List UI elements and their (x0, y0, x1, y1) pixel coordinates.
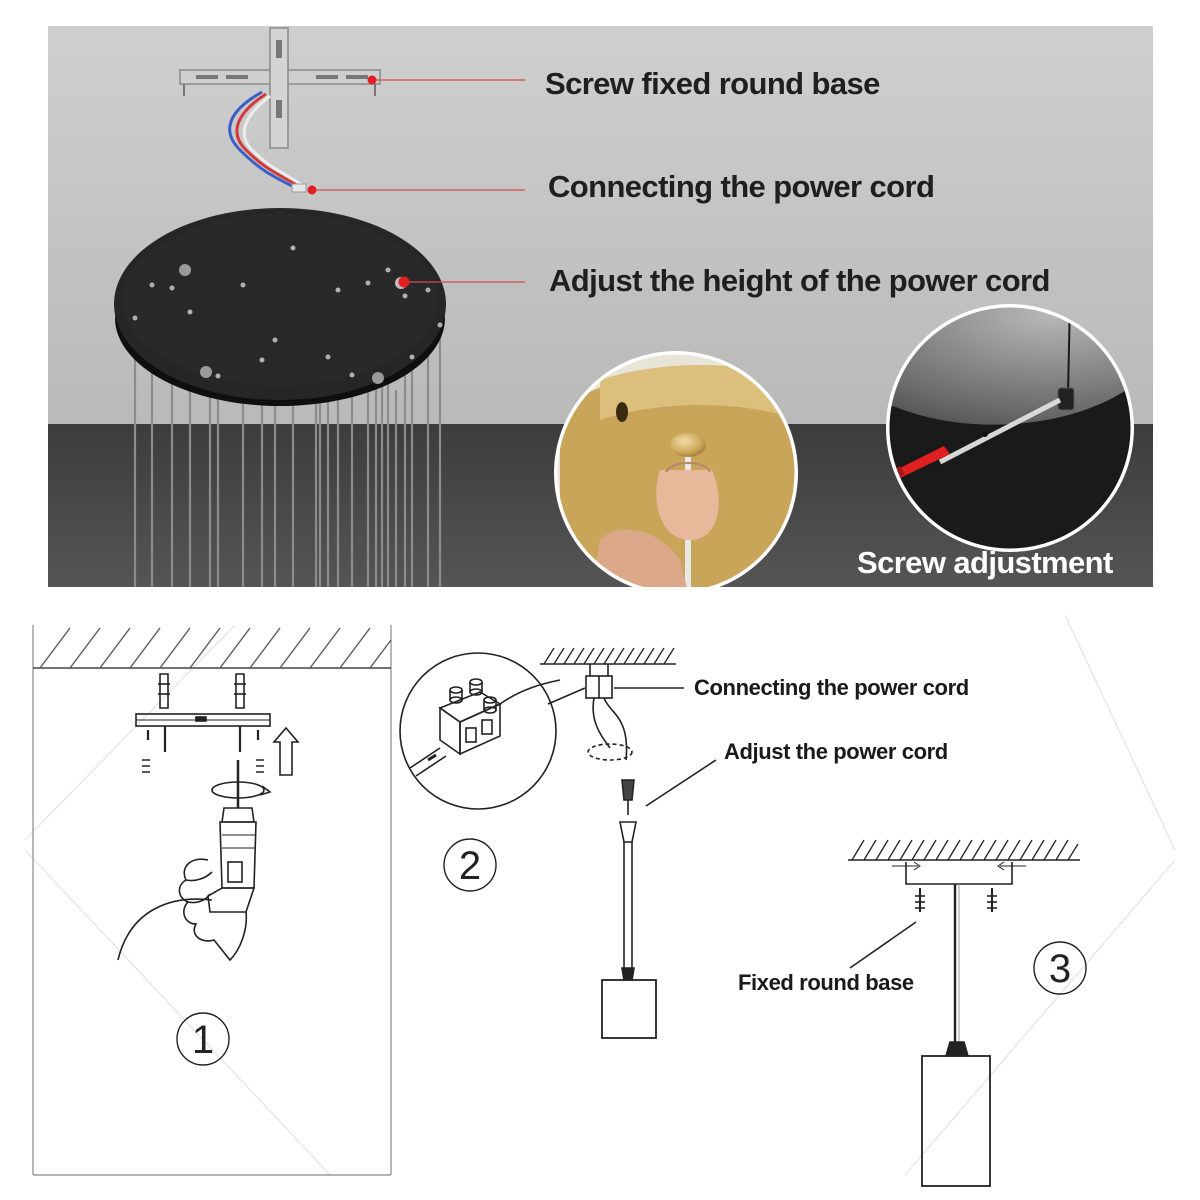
background-diamond (24, 614, 1176, 1176)
label-adjust-power-cord: Adjust the power cord (724, 739, 948, 764)
inset-screwdriver (886, 304, 1134, 552)
up-arrow (272, 726, 300, 776)
leader-adjust (645, 759, 717, 807)
step-2-badge (443, 838, 497, 892)
inset-brass-screw (554, 351, 798, 587)
step-3: Fixed round base 3 (738, 839, 1087, 1187)
ceiling-hatch-3 (851, 839, 1079, 861)
leader-lines (312, 79, 525, 283)
cord-clamp (619, 821, 637, 843)
wall-anchors (158, 673, 246, 709)
screws-1 (146, 726, 260, 752)
leader-base (849, 921, 917, 969)
diagram-panel: 1 (24, 614, 1176, 1187)
step-2: Connecting the power cord Adjust the pow… (399, 647, 969, 1039)
pendant-step-2 (601, 979, 657, 1039)
step-1-badge (176, 1012, 230, 1066)
canopy-screws (892, 861, 1026, 871)
photo-panel: Screw fixed round base Connecting the po… (48, 26, 1153, 587)
label-screw-fixed-round-base: Screw fixed round base (545, 66, 880, 101)
label-connecting-power-cord: Connecting the power cord (548, 169, 934, 204)
label-fixed-round-base: Fixed round base (738, 970, 914, 995)
label-step2-connecting-power-cord: Connecting the power cord (694, 675, 969, 700)
pendant-wires (133, 248, 442, 587)
leader-dots (307, 75, 410, 288)
cord-plug (621, 779, 635, 801)
drill (117, 807, 257, 962)
step-1: 1 (32, 625, 392, 1176)
connector-magnifier (399, 652, 557, 810)
step-2-number: 2 (459, 844, 481, 888)
label-adjust-height-power-cord: Adjust the height of the power cord (549, 263, 1050, 298)
cross-bracket (179, 27, 381, 149)
terminal-block (409, 678, 561, 777)
ceiling-hatch-2 (543, 647, 675, 665)
power-wires (228, 90, 305, 192)
fixing-screws-3 (915, 888, 997, 912)
round-canopy (114, 208, 446, 406)
ceiling-hatch-1 (39, 627, 392, 669)
pendant-step-3 (921, 1055, 991, 1187)
step-1-number: 1 (192, 1018, 214, 1062)
magnifier-leader (547, 687, 586, 705)
label-screw-adjustment: Screw adjustment (857, 545, 1113, 580)
round-base-canopy (905, 862, 1013, 885)
step-3-badge (1033, 941, 1087, 995)
step-3-number: 3 (1049, 947, 1071, 991)
